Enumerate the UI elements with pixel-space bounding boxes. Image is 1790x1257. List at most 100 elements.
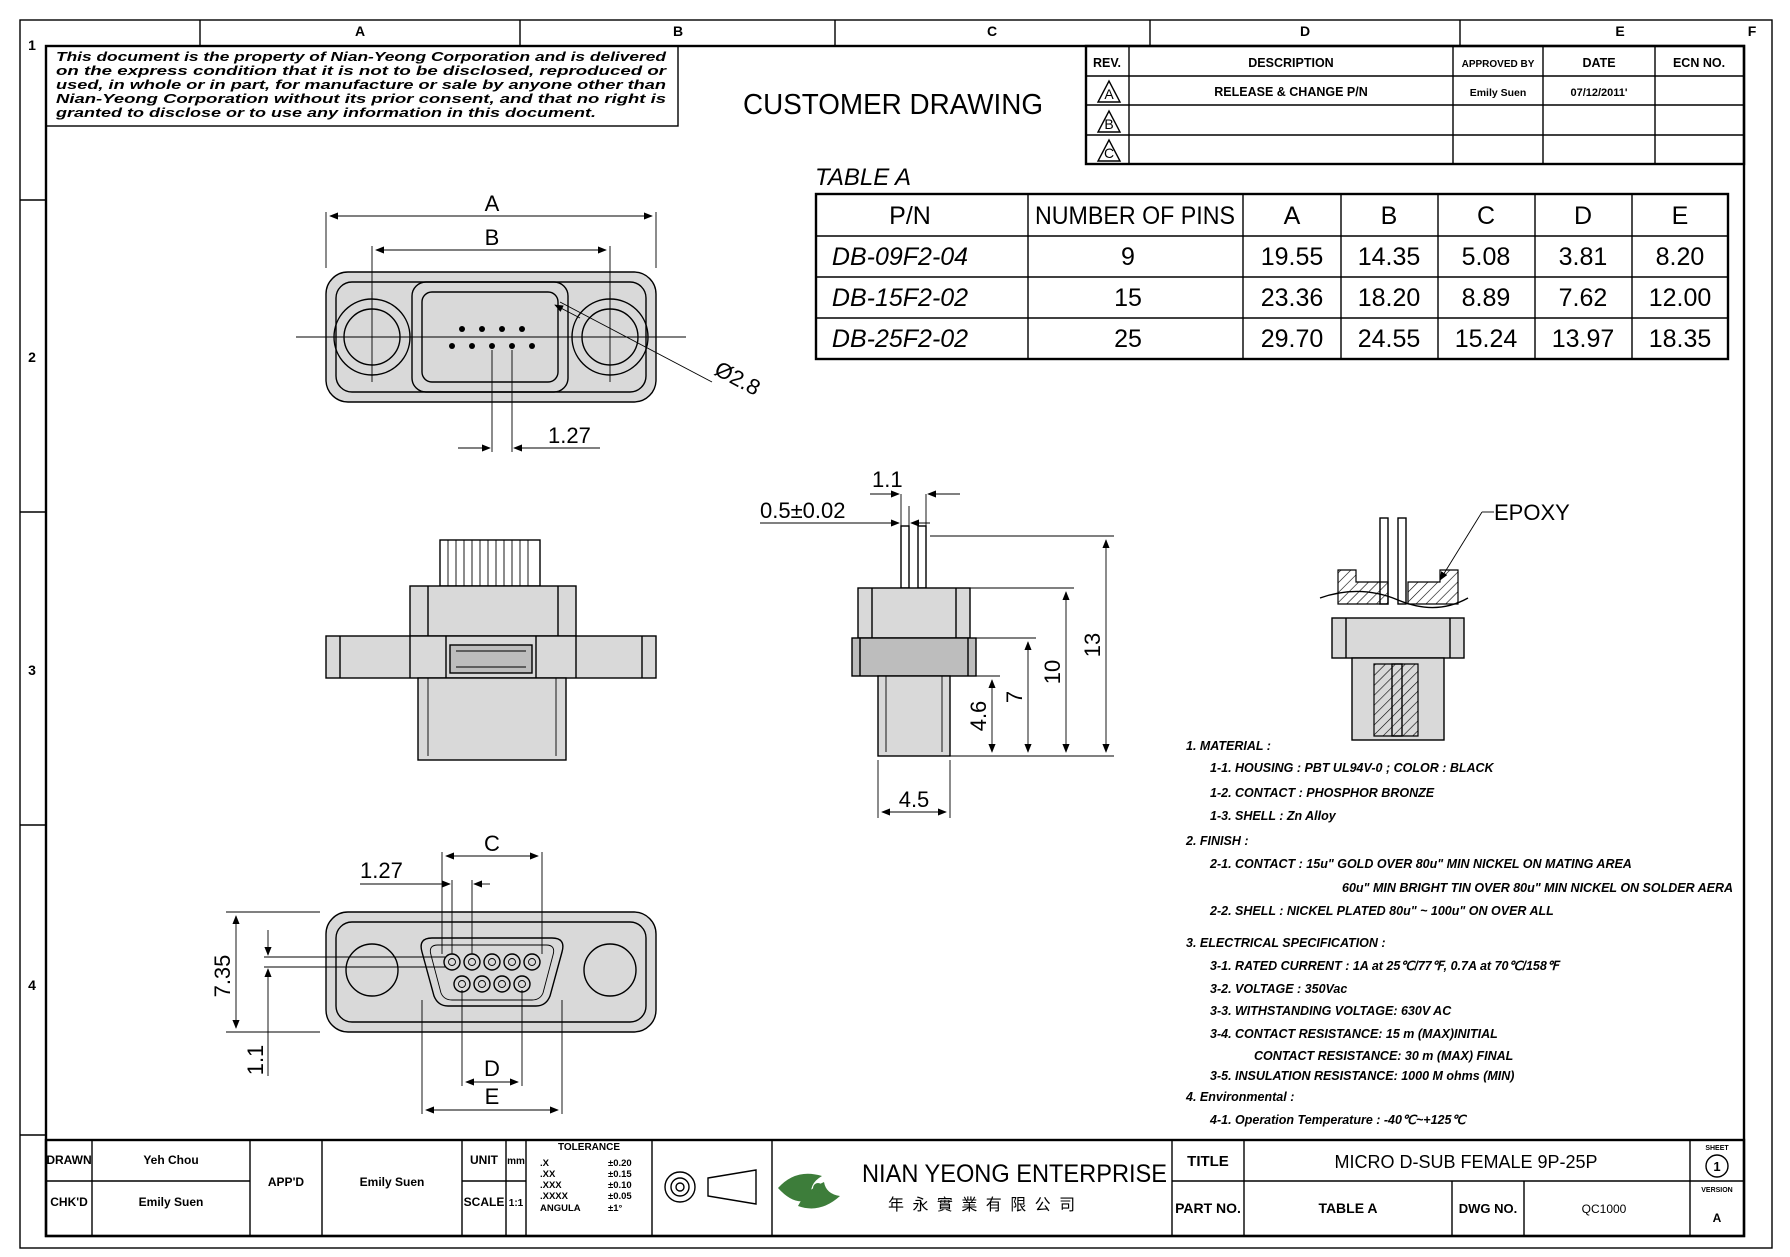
table-a-cell: 18.35 bbox=[1649, 325, 1712, 353]
table-a-header: D bbox=[1574, 202, 1592, 230]
note-line: 4. Environmental : bbox=[1185, 1090, 1294, 1104]
notice-line: used, in whole or in part, for manufactu… bbox=[56, 78, 667, 92]
version-value: A bbox=[1713, 1211, 1722, 1225]
note-line: 3-4. CONTACT RESISTANCE: 15 m (MAX)INITI… bbox=[1210, 1027, 1498, 1041]
rev-letter: A bbox=[1104, 86, 1114, 102]
notice-line: granted to disclose or to use any inform… bbox=[55, 106, 596, 120]
partno-label: PART NO. bbox=[1175, 1200, 1241, 1216]
tol-fmt: ANGULA bbox=[540, 1203, 581, 1214]
table-a-cell: 12.00 bbox=[1649, 284, 1712, 312]
table-a-cell: DB-15F2-02 bbox=[832, 284, 968, 312]
table-a-header: E bbox=[1672, 202, 1689, 230]
dim-d-label: D bbox=[484, 1056, 500, 1081]
title-value: MICRO D-SUB FEMALE 9P-25P bbox=[1334, 1152, 1597, 1172]
rev-triangles: A B C bbox=[1096, 79, 1122, 162]
table-a-cell: 18.20 bbox=[1358, 284, 1421, 312]
note-line: 1. MATERIAL : bbox=[1186, 739, 1271, 753]
dim-hole-diameter: Ø2.8 bbox=[711, 356, 765, 400]
table-a-header: P/N bbox=[889, 202, 931, 230]
sheet-label: SHEET bbox=[1705, 1145, 1729, 1152]
table-a-header: NUMBER OF PINS bbox=[1035, 202, 1235, 230]
note-line: 3-5. INSULATION RESISTANCE: 1000 M ohms … bbox=[1210, 1069, 1514, 1083]
company-logo-icon bbox=[778, 1173, 840, 1209]
note-line: 3-1. RATED CURRENT : 1A at 25℃/77℉, 0.7A… bbox=[1210, 959, 1561, 973]
note-line: 3-2. VOLTAGE : 350Vac bbox=[1210, 982, 1347, 996]
dim-e-label: E bbox=[485, 1084, 500, 1109]
col-label: B bbox=[673, 23, 683, 39]
unit-label: UNIT bbox=[470, 1153, 499, 1167]
dim-pin-size: 0.5±0.02 bbox=[760, 498, 845, 523]
table-a-title: TABLE A bbox=[815, 164, 911, 191]
side-view: 1.1 0.5±0.02 13 10 7 4.6 4.5 bbox=[760, 467, 1114, 818]
chkd-value: Emily Suen bbox=[139, 1195, 204, 1209]
row-labels: 1 2 3 4 bbox=[28, 37, 36, 993]
drawing-heading: CUSTOMER DRAWING bbox=[743, 89, 1043, 121]
appd-label: APP'D bbox=[268, 1175, 305, 1189]
table-a-cell: DB-09F2-04 bbox=[832, 243, 968, 271]
table-a-cell: 9 bbox=[1121, 243, 1135, 271]
note-line: CONTACT RESISTANCE: 30 m (MAX) FINAL bbox=[1254, 1049, 1513, 1063]
rev-date: 07/12/2011' bbox=[1570, 87, 1627, 99]
confidentiality-notice: This document is the property of Nian-Ye… bbox=[45, 45, 679, 127]
dim-top-pitch: 1.27 bbox=[548, 423, 591, 448]
dim-bottom-pitch: 1.27 bbox=[360, 858, 403, 883]
table-a-cell: 3.81 bbox=[1559, 243, 1608, 271]
table-a-cell: 14.35 bbox=[1358, 243, 1421, 271]
table-a-cell: 23.36 bbox=[1261, 284, 1324, 312]
table-a-cell: 24.55 bbox=[1358, 325, 1421, 353]
appd-value: Emily Suen bbox=[360, 1175, 425, 1189]
note-line: 2-2. SHELL : NICKEL PLATED 80u" ~ 100u" … bbox=[1209, 904, 1554, 918]
col-label: C bbox=[987, 23, 997, 39]
rev-description: RELEASE & CHANGE P/N bbox=[1214, 85, 1368, 99]
row-label: 1 bbox=[28, 37, 36, 53]
sheet-value: 1 bbox=[1713, 1159, 1720, 1174]
drawn-value: Yeh Chou bbox=[143, 1153, 198, 1167]
row-label: 2 bbox=[28, 349, 36, 365]
column-labels: A B C D E F bbox=[355, 23, 1757, 39]
table-a-header: A bbox=[1284, 202, 1301, 230]
section-view: EPOXY bbox=[1319, 500, 1570, 741]
title-block: DRAWN Yeh Chou CHK'D Emily Suen APP'D Em… bbox=[44, 1138, 1746, 1238]
scale-value: 1:1 bbox=[509, 1198, 524, 1209]
note-line: 3. ELECTRICAL SPECIFICATION : bbox=[1186, 936, 1386, 950]
tolerance-title: TOLERANCE bbox=[558, 1142, 620, 1153]
rev-header: REV. bbox=[1093, 56, 1121, 70]
note-line: 1-1. HOUSING : PBT UL94V-0 ; COLOR : BLA… bbox=[1210, 761, 1495, 775]
table-a-cell: 8.89 bbox=[1462, 284, 1511, 312]
rev-header: DESCRIPTION bbox=[1248, 56, 1333, 70]
dim-side-13: 13 bbox=[1080, 633, 1105, 657]
dim-bottom-1-1: 1.1 bbox=[243, 1045, 268, 1076]
tol-val: ±0.10 bbox=[608, 1180, 632, 1191]
rev-header: DATE bbox=[1582, 56, 1615, 70]
front-view bbox=[325, 539, 657, 761]
dwgno-value: QC1000 bbox=[1582, 1202, 1627, 1216]
notice-line: Nian-Yeong Corporation without its prior… bbox=[56, 92, 666, 106]
company-name: NIAN YEONG ENTERPRISE bbox=[862, 1160, 1167, 1188]
dwgno-label: DWG NO. bbox=[1459, 1201, 1518, 1216]
table-a-cell: 5.08 bbox=[1462, 243, 1511, 271]
dim-side-7: 7 bbox=[1002, 691, 1027, 703]
revision-table: REV. DESCRIPTION APPROVED BY DATE ECN NO… bbox=[1084, 44, 1746, 166]
bottom-view: C 1.27 7.35 1.1 D E bbox=[210, 831, 657, 1114]
rev-approved-by: Emily Suen bbox=[1470, 87, 1527, 99]
table-a-cell: 8.20 bbox=[1656, 243, 1705, 271]
tol-val: ±1° bbox=[608, 1203, 622, 1214]
drawn-label: DRAWN bbox=[46, 1153, 91, 1167]
table-a-cell: 7.62 bbox=[1559, 284, 1608, 312]
note-line: 1-2. CONTACT : PHOSPHOR BRONZE bbox=[1210, 786, 1435, 800]
row-label: 3 bbox=[28, 662, 36, 678]
tol-fmt: .XX bbox=[540, 1169, 556, 1180]
tol-fmt: .XXXX bbox=[540, 1191, 569, 1202]
rev-header: ECN NO. bbox=[1673, 56, 1725, 70]
col-label: E bbox=[1615, 23, 1624, 39]
tol-fmt: .XXX bbox=[540, 1180, 562, 1191]
dim-side-1-1: 1.1 bbox=[872, 467, 903, 492]
dim-side-4-5: 4.5 bbox=[899, 787, 930, 812]
note-line: 2-1. CONTACT : 15u" GOLD OVER 80u" MIN N… bbox=[1209, 857, 1632, 871]
rev-header: APPROVED BY bbox=[1462, 59, 1535, 70]
notice-line: This document is the property of Nian-Ye… bbox=[56, 50, 666, 64]
scale-label: SCALE bbox=[464, 1195, 505, 1209]
table-a-header: C bbox=[1477, 202, 1495, 230]
version-label: VERSION bbox=[1701, 1187, 1733, 1194]
